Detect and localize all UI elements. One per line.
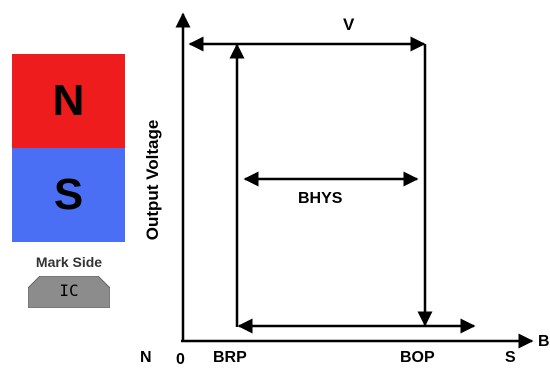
- magnet-north-pole: N: [12, 54, 125, 148]
- magnet-south-pole: S: [12, 148, 125, 242]
- x-label-south: S: [505, 349, 516, 366]
- y-axis-title: Output Voltage: [143, 119, 162, 241]
- x-label-axis-end: B: [538, 333, 550, 350]
- x-label-zero: 0: [176, 351, 185, 368]
- ic-chip-icon: [28, 276, 110, 308]
- x-label-brp: BRP: [213, 349, 247, 366]
- south-pole-label: S: [53, 170, 84, 219]
- voltage-label: V: [343, 15, 355, 34]
- north-pole-label: N: [52, 76, 85, 125]
- x-label-bop: BOP: [400, 349, 435, 366]
- hysteresis-label: BHYS: [298, 190, 343, 207]
- mark-side-label: Mark Side: [35, 254, 103, 270]
- x-label-north: N: [140, 349, 152, 366]
- ic-label: IC: [59, 281, 79, 300]
